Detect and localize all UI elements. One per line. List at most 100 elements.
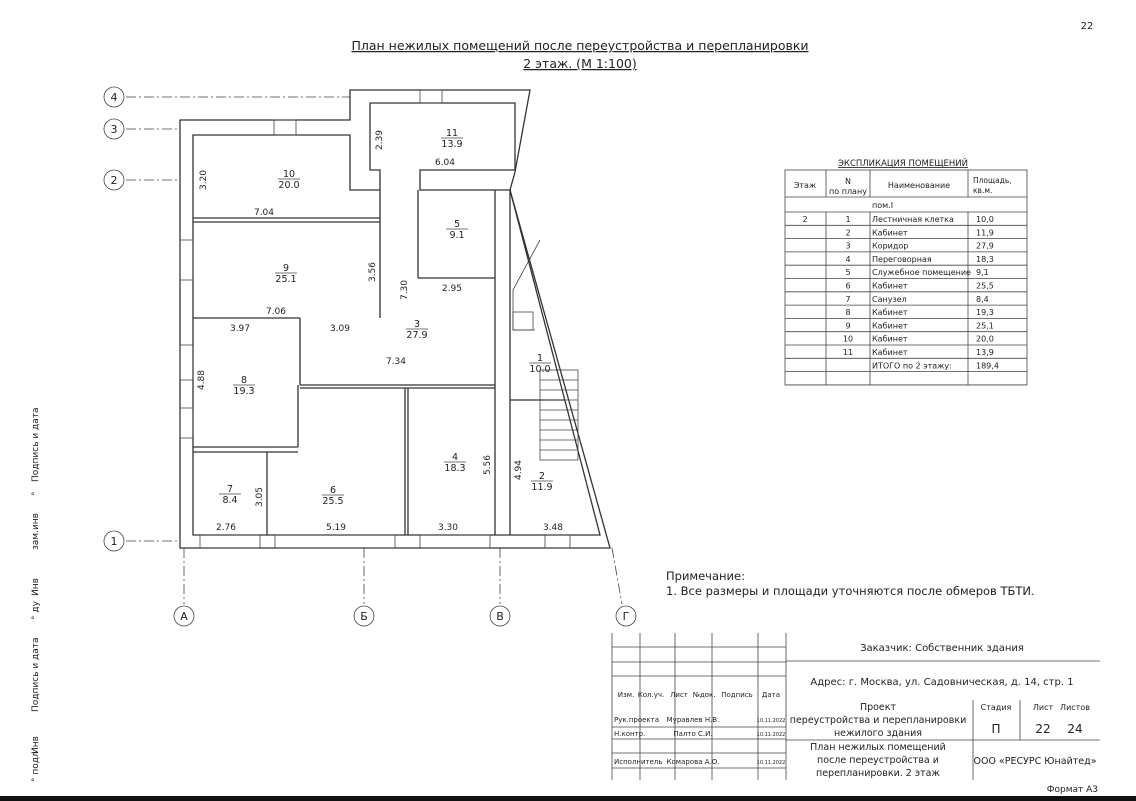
- drawing-subtitle: 2 этаж. (М 1:100): [523, 56, 636, 71]
- note-text: 1. Все размеры и площади уточняются посл…: [666, 584, 1035, 598]
- room-area: 8.4: [222, 495, 237, 506]
- address: Адрес: г. Москва, ул. Садовническая, д. …: [810, 677, 1073, 688]
- axis-marker-circle: [103, 86, 125, 108]
- note-heading: Примечание:: [666, 569, 745, 583]
- table-header-line: N: [845, 177, 851, 186]
- table-header: Площадь,кв.м.: [973, 176, 1012, 195]
- room-area: 9.1: [449, 230, 464, 241]
- column-header: Лист: [670, 691, 688, 699]
- table-cell-number: 9: [845, 321, 850, 330]
- staircase: [512, 239, 579, 461]
- sheet-title: после переустройства и: [817, 755, 939, 766]
- sheet: 22: [1035, 722, 1050, 736]
- room-area: 19.3: [233, 386, 254, 397]
- axis-marker-circle: [353, 605, 375, 627]
- table-group-label: пом.I: [872, 201, 893, 210]
- dimension-label: 7.30: [400, 280, 410, 300]
- room-number: 3: [414, 319, 420, 330]
- dimension-label: 3.56: [368, 262, 378, 282]
- axis-label: А: [180, 610, 188, 623]
- table-cell-area: 25,5: [976, 282, 994, 291]
- table-cell-name: Кабинет: [872, 228, 908, 237]
- room-number: 7: [227, 484, 233, 495]
- table-header: Наименование: [888, 181, 950, 190]
- dimension-label: 7.34: [386, 357, 406, 367]
- side-stamp-text: зам.инв: [31, 513, 41, 550]
- axis-marker-circle: [489, 605, 511, 627]
- table-cell-number: 10: [843, 335, 853, 344]
- person-role: Н.контр.: [614, 730, 645, 738]
- table-cell-area: 25,1: [976, 321, 994, 330]
- project-title: переустройства и перепланировки: [790, 715, 967, 726]
- axis-label: 1: [111, 535, 118, 548]
- room-area: 20.0: [278, 180, 299, 191]
- room-labels: 1020.0925.11113.959.1327.9819.378.4625.5…: [219, 128, 553, 507]
- table-cell-name: Кабинет: [872, 308, 908, 317]
- table-cell-name: Кабинет: [872, 282, 908, 291]
- table-cell-number: 3: [845, 242, 850, 251]
- column-header: Дата: [762, 691, 780, 699]
- side-stamp-text: °: [31, 492, 41, 497]
- room-number: 1: [537, 353, 543, 364]
- page-number: 22: [1081, 21, 1094, 32]
- table-cell-number: 11: [843, 348, 853, 357]
- signature-date: 10.11.2022: [757, 718, 786, 724]
- dimension-label: 3.05: [255, 487, 265, 507]
- dimension-label: 2.95: [442, 284, 462, 294]
- dimension-label: 6.04: [435, 158, 455, 168]
- paper-format: Формат А3: [1047, 785, 1098, 795]
- dimension-label: 2.39: [375, 130, 385, 150]
- company: ООО «РЕСУРС Юнайтед»: [973, 756, 1096, 767]
- room-area: 25.1: [275, 274, 296, 285]
- axis-label: 2: [111, 174, 118, 187]
- dimension-label: 7.06: [266, 307, 286, 317]
- room-number: 10: [283, 169, 295, 180]
- table-cell-name: Служебное помещение: [872, 268, 971, 277]
- table-cell-area: 10,0: [976, 215, 994, 224]
- axis-marker-circle: [173, 605, 195, 627]
- person-name: Комарова А.О.: [667, 758, 720, 766]
- table-header-line: по плану: [829, 187, 867, 196]
- room-area: 25.5: [322, 496, 343, 507]
- table-cell-number: 7: [845, 295, 850, 304]
- axis-label: Г: [623, 610, 630, 623]
- person-role: Рук.проекта: [614, 716, 659, 724]
- column-header: Кол.уч.: [638, 691, 664, 699]
- table-cell-number: 5: [845, 268, 850, 277]
- side-stamp-text: Инв: [31, 736, 41, 754]
- table-cell-name: Переговорная: [872, 255, 932, 264]
- person-name: Муравлев Н.В.: [667, 716, 720, 724]
- table-cell-number: 4: [845, 255, 850, 264]
- signature-date: 10.11.2022: [757, 732, 786, 738]
- sheet-label: Лист: [1033, 703, 1054, 712]
- table-cell-name: Лестничная клетка: [872, 215, 954, 224]
- axis-label: Б: [360, 610, 368, 623]
- column-header: Изм.: [618, 691, 634, 699]
- room-number: 9: [283, 263, 289, 274]
- table-cell-number: 2: [845, 228, 850, 237]
- dimension-label: 3.97: [230, 324, 250, 334]
- axis-marker-circle: [103, 118, 125, 140]
- dimension-label: 3.20: [199, 170, 209, 190]
- dimension-label: 5.56: [483, 455, 493, 475]
- customer: Заказчик: Собственник здания: [860, 643, 1024, 654]
- room-number: 4: [452, 452, 458, 463]
- dimension-label: 7.04: [254, 208, 274, 218]
- table-header-line: кв.м.: [973, 186, 992, 195]
- room-area: 18.3: [444, 463, 465, 474]
- side-stamp-text: ° ду: [31, 600, 41, 620]
- table-cell-number: 1: [845, 215, 850, 224]
- table-cell-area: 18,3: [976, 255, 994, 264]
- room-number: 2: [539, 471, 545, 482]
- table-cell-name: ИТОГО по 2 этажу:: [872, 361, 952, 370]
- signature-date: 10.11.2022: [757, 760, 786, 766]
- room-number: 11: [446, 128, 458, 139]
- side-stamp-text: Инв: [31, 578, 41, 596]
- axis-marker-circle: [103, 530, 125, 552]
- axis-marker-circle: [615, 605, 637, 627]
- table-cell-number: 8: [845, 308, 850, 317]
- dimension-label: 3.30: [438, 523, 458, 533]
